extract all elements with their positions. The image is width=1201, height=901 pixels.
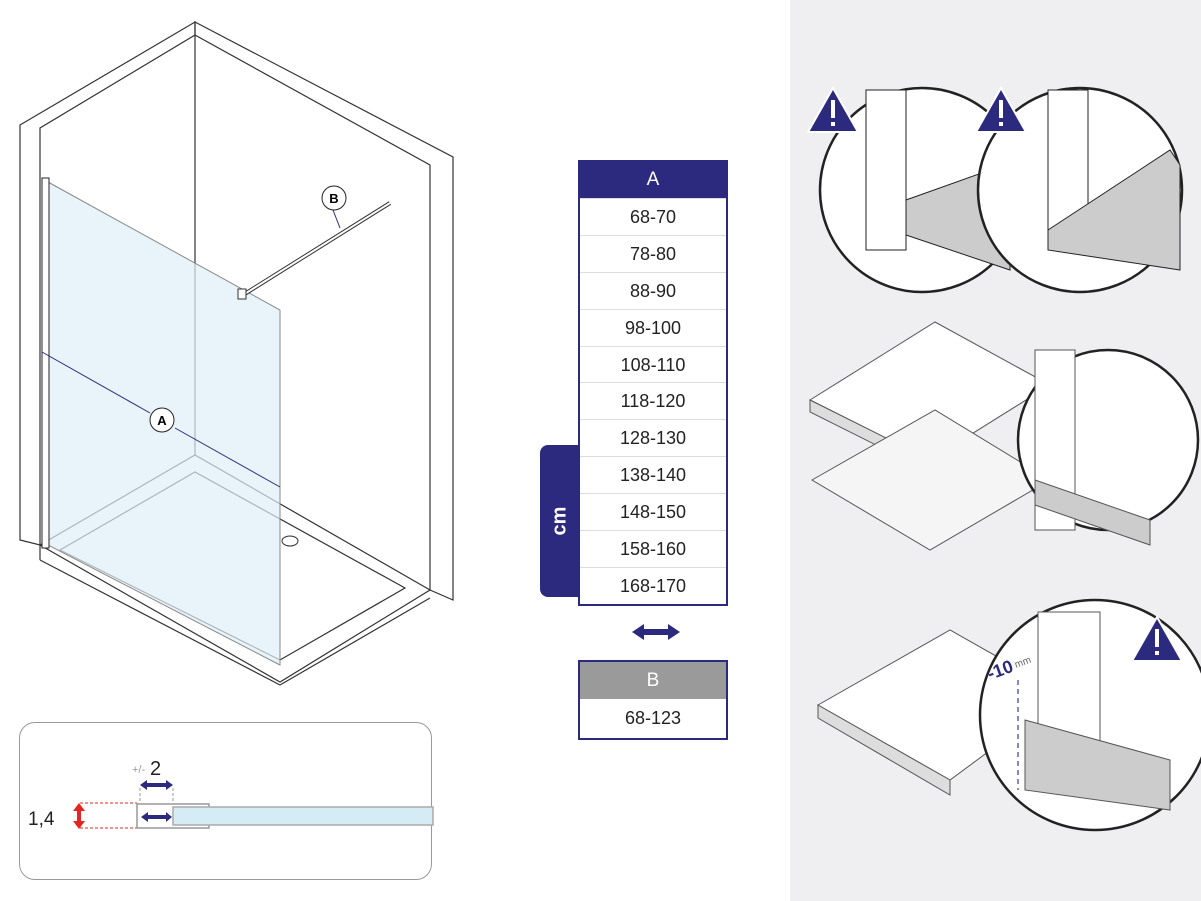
warning-icon [1130, 614, 1184, 662]
table-row: 88-90 [580, 271, 726, 309]
wall-detail-right [976, 86, 1184, 294]
size-table-b: B 68-123 [578, 660, 728, 740]
height-value: 1,4 [28, 809, 55, 830]
double-arrow-icon [632, 624, 680, 640]
table-row: 158-160 [580, 530, 726, 567]
tolerance-prefix: +/- [132, 764, 145, 776]
shower-wall-diagram: A B [19, 20, 454, 686]
size-table-a: A 68-70 78-80 88-90 98-100 108-110 118-1… [578, 160, 728, 606]
table-row: 118-120 [580, 382, 726, 419]
table-row: 148-150 [580, 493, 726, 530]
table-row: 98-100 [580, 308, 726, 346]
wall-detail-left [818, 86, 1026, 294]
table-row: 168-170 [580, 566, 726, 604]
table-header: B [580, 662, 726, 699]
tolerance-value: 2 [150, 758, 161, 780]
warning-icon [806, 85, 860, 133]
profile-detail-box [19, 722, 432, 880]
label-b: B [329, 191, 338, 206]
tray-exploded-detail [808, 321, 1200, 551]
label-a: A [157, 413, 167, 428]
unit-tab: cm [540, 445, 580, 597]
gap-unit: mm [1013, 655, 1032, 671]
unit-label: cm [548, 506, 571, 536]
label-b-circle [321, 185, 347, 211]
table-header: A [580, 162, 726, 198]
table-row: 138-140 [580, 456, 726, 493]
table-row: 68-123 [624, 708, 682, 728]
table-row: 68-70 [580, 198, 726, 235]
installation-details: -10 mm [806, 85, 1201, 832]
label-a-circle [149, 407, 175, 433]
table-row: 108-110 [580, 345, 726, 383]
table-row: 128-130 [580, 419, 726, 456]
table-row: 78-80 [580, 234, 726, 272]
warning-icon [974, 85, 1028, 133]
tray-gap-detail [816, 598, 1201, 832]
profile-detail-drawing: 1,4 +/- 2 [28, 758, 434, 830]
